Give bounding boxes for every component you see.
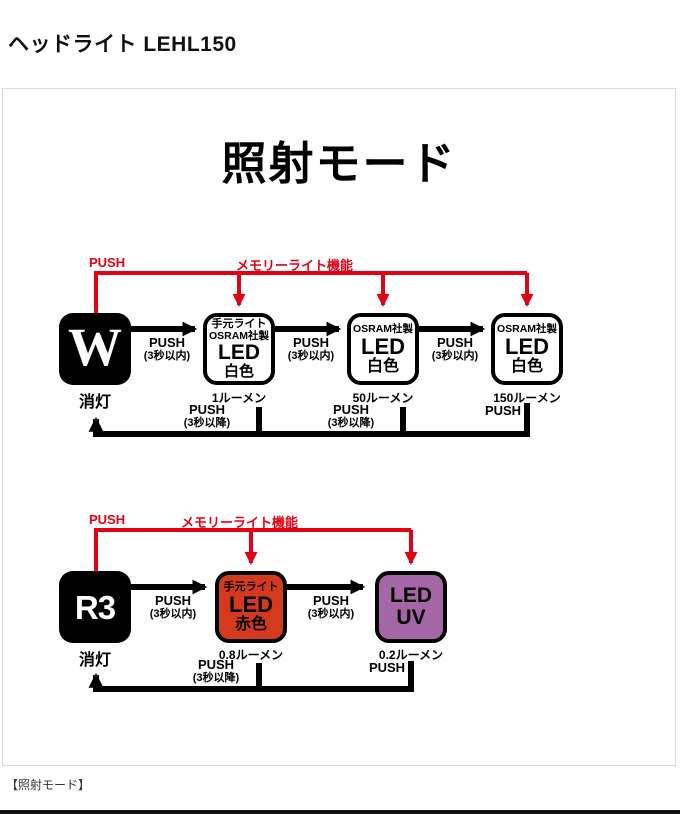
- push-return-label-white: PUSH: [484, 403, 522, 418]
- flow-arrows: [88, 271, 534, 692]
- lumen-label-0-2: 0.2ルーメン: [378, 648, 444, 662]
- push-3s-within-label-4: PUSH (3秒以内): [149, 593, 197, 621]
- lumen-label-0-8: 0.8ルーメン: [218, 648, 284, 662]
- off-state-box-color-row: R3: [59, 571, 131, 643]
- push-3s-within-label-3: PUSH (3秒以内): [431, 335, 479, 363]
- color-row-memory-arrows: [94, 528, 418, 571]
- memory-function-label-color-row: メモリーライト機能: [181, 515, 299, 530]
- diagram-caption: 【照射モード】: [6, 778, 91, 792]
- push-3s-after-label-3: PUSH (3秒以降): [192, 657, 240, 685]
- memory-function-label-white-row: メモリーライト機能: [236, 258, 354, 273]
- push-3s-within-label-5: PUSH (3秒以内): [307, 593, 355, 621]
- r3-logo: R3: [74, 588, 116, 626]
- push-return-label-color: PUSH: [368, 660, 406, 675]
- off-state-box-white-row: W: [59, 313, 131, 385]
- mode-box-white-50lumen: OSRAM社製 LED 白色: [347, 313, 419, 385]
- mode-box-white-1lumen: 手元ライト OSRAM社製 LED 白色: [203, 313, 275, 385]
- w-logo: W: [68, 317, 122, 377]
- lumen-label-50: 50ルーメン: [352, 391, 414, 405]
- push-3s-after-label-1: PUSH (3秒以降): [183, 402, 231, 430]
- page-title: ヘッドライト LEHL150: [8, 33, 237, 56]
- push-label-white-row: PUSH: [89, 255, 126, 270]
- diagram-frame: 照射モード: [2, 88, 676, 766]
- push-3s-within-label-1: PUSH (3秒以内): [143, 335, 191, 363]
- push-3s-after-label-2: PUSH (3秒以降): [327, 402, 375, 430]
- white-row-memory-arrows: [94, 271, 534, 313]
- white-row-return-arrows: [88, 403, 530, 437]
- push-label-color-row: PUSH: [89, 512, 126, 527]
- push-3s-within-label-2: PUSH (3秒以内): [287, 335, 335, 363]
- lumen-label-1: 1ルーメン: [211, 391, 267, 405]
- mode-box-red-led: 手元ライト LED 赤色: [215, 571, 287, 643]
- bottom-edge-bar: [0, 810, 680, 814]
- lumen-label-150: 150ルーメン: [493, 391, 561, 405]
- off-label-color-row: 消灯: [78, 652, 111, 669]
- mode-box-white-150lumen: OSRAM社製 LED 白色: [491, 313, 563, 385]
- mode-box-uv-led: LED UV: [375, 571, 447, 643]
- off-label-white-row: 消灯: [78, 394, 111, 411]
- color-row-return-arrows: [88, 661, 414, 692]
- diagram-title: 照射モード: [221, 138, 457, 189]
